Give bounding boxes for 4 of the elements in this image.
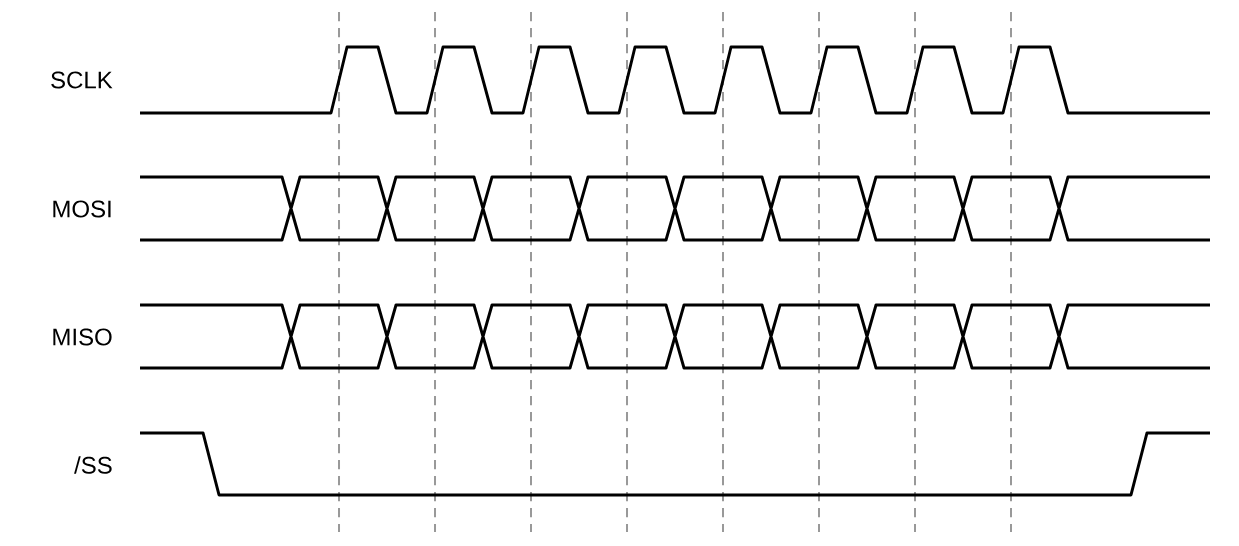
signal-name: SCLK	[51, 71, 113, 89]
signal-name: MISO	[53, 328, 112, 346]
signal-name: /SS	[74, 456, 112, 474]
signal-name: MOSI	[53, 200, 111, 218]
